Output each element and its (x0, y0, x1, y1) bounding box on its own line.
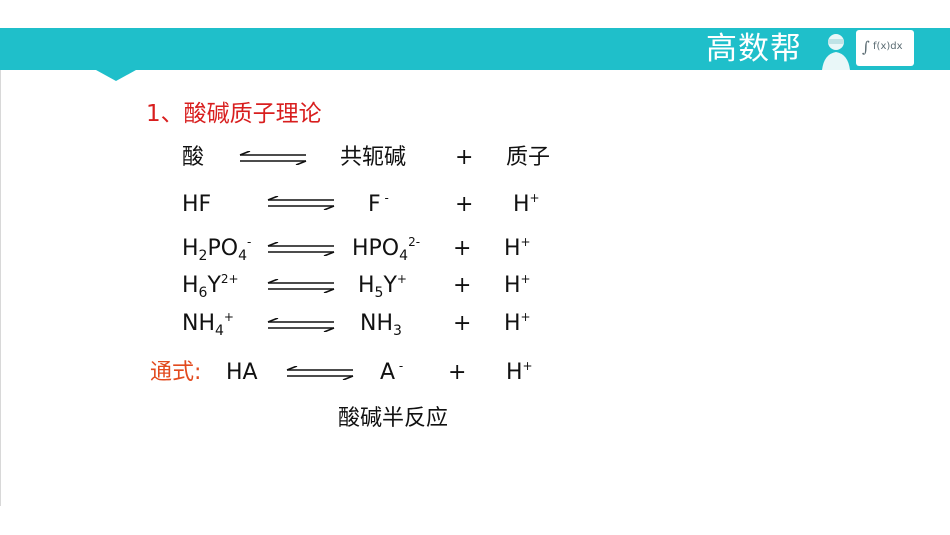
reaction-plus: + (455, 192, 474, 217)
section-title: 1、酸碱质子理论 (146, 101, 322, 127)
general-proton: H+ (506, 359, 533, 385)
reaction-proton: H+ (504, 310, 531, 336)
brand-logo-box: ∫ f(x)dx (856, 30, 914, 66)
reaction-plus: + (453, 311, 472, 336)
reaction-plus: + (453, 273, 472, 298)
reaction-plus: + (453, 236, 472, 261)
slide (0, 28, 950, 506)
brand-logo-formula: f(x)dx (873, 41, 903, 52)
equilibrium-arrow-icon (239, 151, 307, 165)
reaction-base: HPO42- (352, 235, 421, 264)
reaction-base: NH3 (360, 311, 402, 339)
brand-logo-text: ∫ f(x)dx (862, 38, 903, 56)
equilibrium-arrow-icon (267, 242, 335, 256)
reaction-acid: HF (182, 192, 212, 217)
equilibrium-arrow-icon (267, 279, 335, 293)
header-plus: + (455, 145, 474, 170)
general-acid: HA (226, 360, 258, 385)
teacher-figure-icon (822, 34, 850, 70)
reaction-proton: H+ (513, 191, 540, 217)
equilibrium-arrow-icon (286, 366, 354, 380)
header-notch (96, 70, 136, 81)
general-plus: + (448, 360, 467, 385)
reaction-proton: H+ (504, 272, 531, 298)
reaction-base: F - (368, 191, 389, 217)
reaction-base: H5Y+ (358, 272, 407, 301)
header-conjugate-base: 共轭碱 (340, 145, 407, 170)
header-band (0, 28, 950, 70)
general-base: A - (380, 359, 404, 385)
header-acid: 酸 (182, 145, 205, 170)
half-reaction-label: 酸碱半反应 (338, 406, 449, 431)
reaction-acid: H2PO4- (182, 235, 252, 264)
equilibrium-arrow-icon (267, 196, 335, 210)
header-proton: 质子 (506, 145, 551, 170)
general-formula-label: 通式: (150, 360, 202, 385)
integral-icon: ∫ (862, 38, 870, 56)
reaction-acid: NH4+ (182, 310, 234, 339)
brand-name: 高数帮 (706, 31, 802, 67)
reaction-proton: H+ (504, 235, 531, 261)
equilibrium-arrow-icon (267, 318, 335, 332)
reaction-acid: H6Y2+ (182, 272, 239, 301)
